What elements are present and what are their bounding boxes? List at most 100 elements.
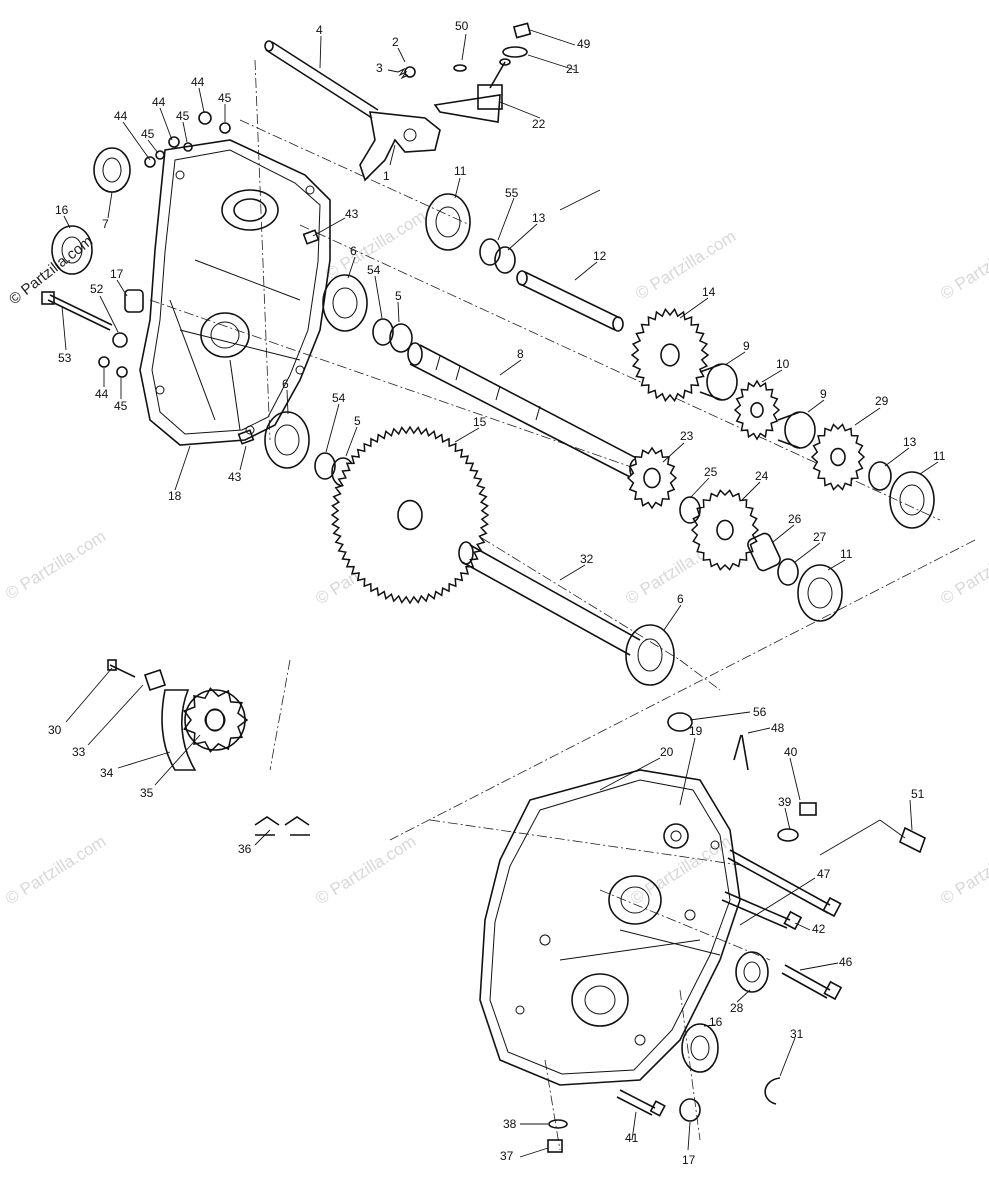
callout-30: 30 — [48, 723, 62, 737]
gear-15-teeth — [330, 425, 490, 605]
shaft-32 — [458, 541, 641, 656]
callout-44-a: 44 — [114, 109, 128, 123]
watermark: © Partzilla.com — [632, 227, 739, 304]
spacers-9 — [699, 363, 816, 449]
callout-4: 4 — [316, 23, 323, 37]
callout-16-right: 16 — [709, 1015, 723, 1029]
callout-42: 42 — [812, 922, 826, 936]
callout-50: 50 — [455, 19, 469, 33]
leader-layer — [61, 29, 939, 1158]
case-half-left — [139, 139, 331, 446]
watermark: © Partzilla.com — [2, 832, 109, 909]
callout-37: 37 — [500, 1149, 514, 1163]
callout-47: 47 — [817, 867, 831, 881]
shift-shaft-4 — [264, 40, 379, 119]
callout-46: 46 — [839, 955, 853, 969]
callout-13-upper: 13 — [532, 211, 546, 225]
callout-labels: 4 2 3 50 49 21 22 1 11 55 13 12 14 9 10 … — [48, 19, 946, 1167]
callout-26: 26 — [788, 512, 802, 526]
gear-24 — [690, 489, 760, 571]
callout-44-bottom: 44 — [95, 387, 109, 401]
gear-29 — [810, 423, 866, 491]
callout-6-lower: 6 — [282, 377, 289, 391]
callout-16-left: 16 — [55, 203, 69, 217]
callout-56: 56 — [753, 705, 767, 719]
callout-17-right: 17 — [682, 1153, 696, 1167]
sprocket-35-hub — [205, 708, 225, 732]
callout-36: 36 — [238, 842, 252, 856]
callout-29: 29 — [875, 394, 889, 408]
callout-34: 34 — [100, 766, 114, 780]
right-case-hardware — [547, 712, 926, 1153]
bearing-11-upper — [425, 193, 471, 251]
callout-45-c: 45 — [218, 91, 232, 105]
callout-21: 21 — [566, 62, 580, 76]
callout-53: 53 — [58, 351, 72, 365]
callout-8: 8 — [517, 347, 524, 361]
callout-44-b: 44 — [152, 95, 166, 109]
gear-10-teeth — [733, 379, 781, 441]
callout-55: 55 — [505, 186, 519, 200]
oil-seal-7 — [93, 147, 131, 193]
callout-49: 49 — [577, 37, 591, 51]
callout-22: 22 — [532, 117, 546, 131]
callout-18: 18 — [168, 489, 182, 503]
callout-9-upper: 9 — [743, 339, 750, 353]
gear-23-hub — [643, 467, 661, 489]
spring-3-ball-2 — [397, 66, 416, 80]
callout-31: 31 — [790, 1027, 804, 1041]
callout-45-a: 45 — [141, 127, 155, 141]
callout-25: 25 — [704, 465, 718, 479]
callout-35: 35 — [140, 786, 154, 800]
oil-seal-16 — [51, 225, 93, 275]
bearing-6-lower — [264, 411, 310, 469]
gear-layer — [183, 307, 866, 753]
callout-5-upper: 5 — [395, 289, 402, 303]
callout-3: 3 — [376, 61, 383, 75]
callout-40: 40 — [784, 745, 798, 759]
callout-17-left: 17 — [110, 267, 124, 281]
callout-10: 10 — [776, 357, 790, 371]
callout-14: 14 — [702, 285, 716, 299]
callout-19: 19 — [689, 724, 703, 738]
callout-15: 15 — [473, 415, 487, 429]
gear-14 — [630, 307, 710, 403]
callout-33: 33 — [72, 745, 86, 759]
washers-upper — [314, 238, 516, 487]
callout-2: 2 — [392, 35, 399, 49]
watermark: © Partzilla.com — [937, 832, 989, 909]
callout-28: 28 — [730, 1001, 744, 1015]
sprocket-35 — [183, 687, 249, 753]
gear-29-hub — [830, 447, 846, 467]
case-half-right — [479, 769, 741, 1086]
callout-11-lower: 11 — [840, 547, 853, 561]
right-small-parts — [679, 461, 935, 622]
callout-11-right: 11 — [933, 449, 946, 463]
gear-10-hub — [750, 401, 764, 418]
gear-24-hub — [716, 519, 734, 541]
callout-6-upper: 6 — [350, 244, 357, 258]
callout-6-output: 6 — [677, 592, 684, 606]
callout-9-lower: 9 — [820, 387, 827, 401]
gear-23 — [626, 446, 678, 510]
callout-45-bottom: 45 — [114, 399, 128, 413]
gear-15 — [330, 425, 490, 605]
left-hardware — [41, 111, 320, 445]
watermark: © Partzilla.com — [937, 227, 989, 304]
callout-1: 1 — [383, 169, 390, 183]
callout-32: 32 — [580, 552, 594, 566]
shift-lever-22 — [433, 22, 532, 123]
callout-41: 41 — [625, 1131, 639, 1145]
watermark: © Partzilla.com — [937, 532, 989, 609]
callout-48: 48 — [771, 721, 785, 735]
callout-52: 52 — [90, 282, 104, 296]
callout-51: 51 — [911, 787, 925, 801]
gear-14-hub — [660, 343, 680, 367]
callout-23: 23 — [680, 429, 694, 443]
bearing-6-output — [625, 624, 675, 686]
callout-24: 24 — [755, 469, 769, 483]
gear-15-hub — [397, 499, 423, 531]
callout-43-lower: 43 — [228, 470, 242, 484]
shaft-12 — [516, 270, 624, 332]
